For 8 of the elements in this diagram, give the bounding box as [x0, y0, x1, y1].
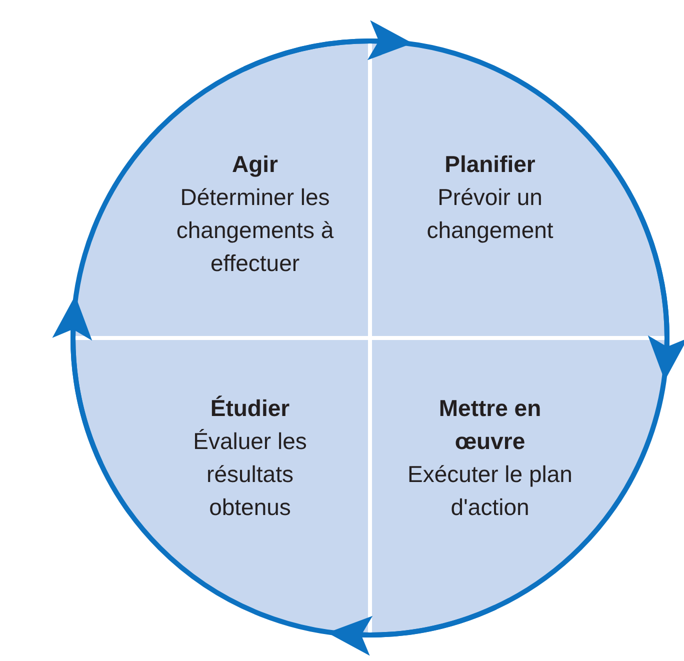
step-description: Prévoir un changement [426, 183, 554, 245]
step-description: Exécuter le plan d'action [406, 460, 574, 522]
step-description: Déterminer les changements à effectuer [175, 183, 335, 278]
step-heading: Agir [231, 150, 279, 179]
step-heading: Étudier [209, 394, 291, 423]
step-description: Évaluer les résultats obtenus [192, 427, 308, 522]
step-heading: Mettre en œuvre [438, 394, 542, 456]
step-heading: Planifier [444, 150, 536, 179]
